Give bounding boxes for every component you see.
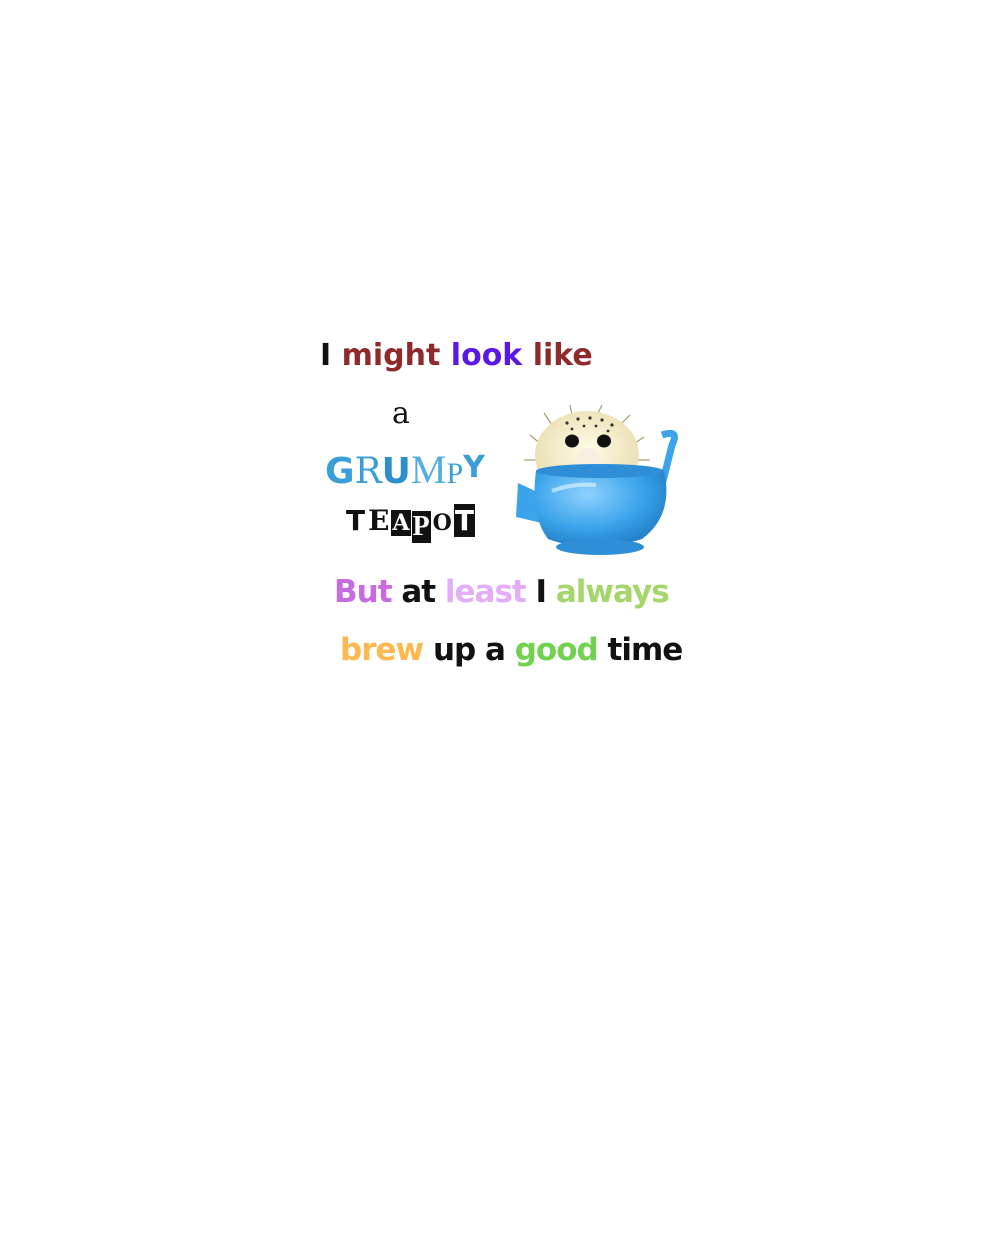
word: I <box>535 574 548 610</box>
word: brew <box>340 632 424 668</box>
word: up <box>432 632 476 668</box>
word: I <box>320 338 332 373</box>
letter: P <box>411 511 431 543</box>
word: at <box>401 574 436 610</box>
headline-line-1: I might look like <box>320 338 593 373</box>
tagline-line-2: brew up a good time <box>340 632 684 668</box>
letter: A <box>391 510 411 536</box>
word: But <box>334 574 393 610</box>
word-a: a <box>392 396 410 431</box>
word: always <box>555 574 670 610</box>
word: like <box>532 338 593 373</box>
word: a <box>485 632 506 668</box>
letter: E <box>368 504 390 537</box>
word: might <box>341 338 441 373</box>
letter: P <box>446 457 464 490</box>
pufferfish-in-teapot-icon <box>516 405 678 555</box>
word: look <box>450 338 523 373</box>
letter: G <box>325 451 355 492</box>
letter: M <box>410 447 447 492</box>
letter: Y <box>463 450 485 485</box>
letter: U <box>381 451 411 492</box>
letter: R <box>354 451 382 492</box>
word: time <box>607 632 684 668</box>
letter: T <box>453 504 475 537</box>
letter: O <box>432 510 452 536</box>
letter: T <box>346 504 366 537</box>
word: good <box>514 632 599 668</box>
tagline-line-1: But at least I always <box>334 574 670 610</box>
word: least <box>444 574 527 610</box>
word-grumpy: GRUMPY <box>325 446 485 493</box>
